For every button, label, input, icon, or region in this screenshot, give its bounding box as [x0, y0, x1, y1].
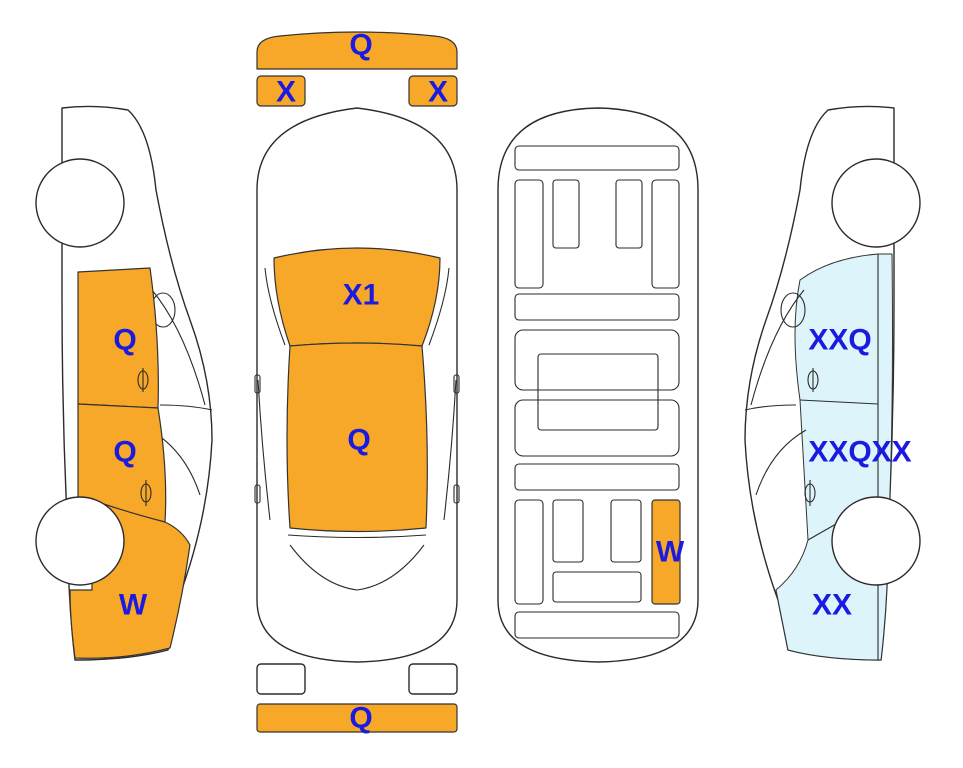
- front-bumper-panel: [256, 31, 458, 70]
- label-left-rear-door: Q: [113, 436, 136, 469]
- left-side-view: Q Q W: [35, 105, 213, 661]
- floor-rear-rail-panel: [651, 499, 681, 605]
- label-right-rear-quarter: XX: [812, 589, 852, 622]
- underbody-outline: [497, 107, 699, 663]
- left-rear-door-handle-icon: [140, 480, 152, 506]
- right-rear-wheel-icon: [831, 496, 921, 586]
- right-side-view: XXQ XXQXX XX: [744, 105, 921, 661]
- rear-bumper-panel: [256, 703, 458, 733]
- left-front-door-handle-icon: [137, 368, 149, 392]
- label-right-front-door: XXQ: [808, 324, 871, 357]
- label-roof: Q: [347, 424, 370, 457]
- label-front-left-corner: X: [276, 76, 296, 109]
- top-view: Q X X X1 Q Q: [254, 29, 460, 735]
- rear-left-light: [256, 663, 306, 695]
- underbody-view: W: [497, 107, 699, 663]
- label-front-bumper: Q: [349, 29, 372, 62]
- label-left-front-door: Q: [113, 324, 136, 357]
- label-right-rear-door: XXQXX: [808, 436, 911, 469]
- front-right-corner-panel: [408, 75, 458, 107]
- front-left-corner-panel: [256, 75, 306, 107]
- label-rear-bumper: Q: [349, 702, 372, 735]
- label-hood: X1: [343, 279, 380, 312]
- label-front-right-corner: X: [428, 76, 448, 109]
- label-floor-rear-rail: W: [656, 536, 685, 569]
- label-left-rear-quarter: W: [119, 589, 148, 622]
- left-front-wheel-icon: [35, 158, 125, 248]
- left-rear-wheel-icon: [35, 496, 125, 586]
- right-rear-door-handle-icon: [804, 480, 816, 506]
- right-front-wheel-icon: [831, 158, 921, 248]
- roof-panel: [286, 342, 428, 533]
- rear-right-light: [408, 663, 458, 695]
- right-front-door-handle-icon: [807, 368, 819, 392]
